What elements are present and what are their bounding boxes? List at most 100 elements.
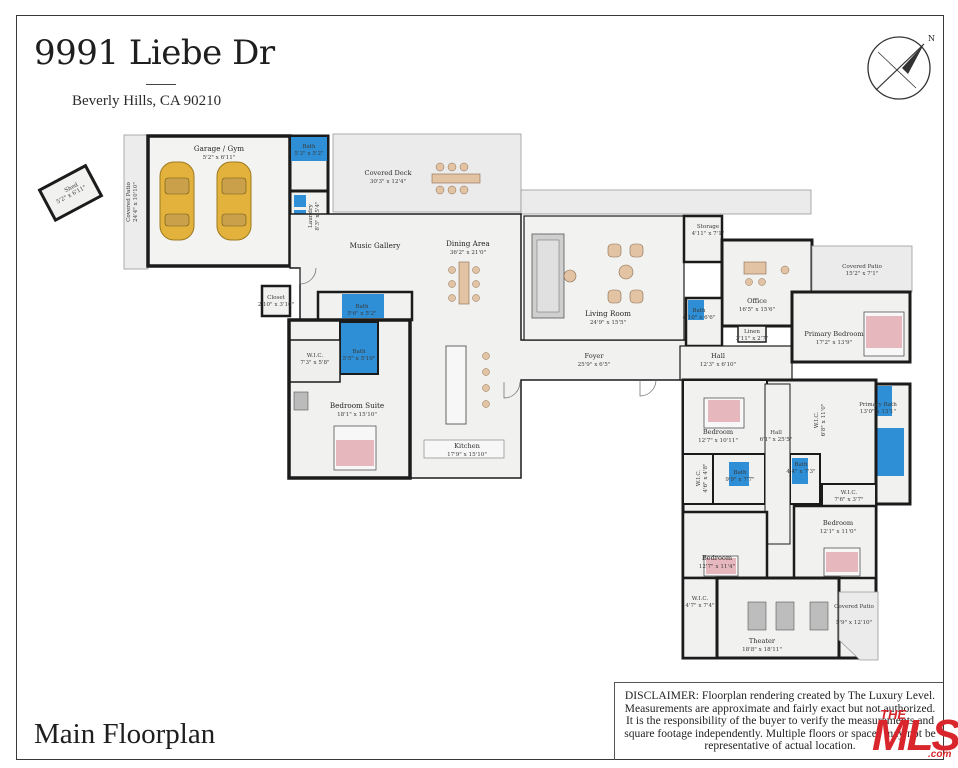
wic-4 — [681, 576, 719, 660]
room-dims: 30'3" x 12'4" — [370, 179, 407, 185]
room-label: Closet — [267, 295, 286, 301]
room-label: Laundry — [308, 203, 314, 228]
disclaimer-text: DISCLAIMER: Floorplan rendering created … — [614, 682, 943, 760]
room-dims: 36'2" x 21'0" — [450, 250, 487, 256]
room-dims: 5'9" x 12'10" — [836, 620, 873, 626]
room-label: W.I.C. — [841, 490, 858, 496]
room-label: Bedroom — [703, 428, 734, 436]
covered-patio-west — [123, 134, 149, 270]
room-label: Covered Patio — [126, 182, 132, 222]
room-dims: 8'3" x 5'4" — [315, 201, 321, 231]
closet — [260, 284, 292, 318]
room-dims: 12'3" x 6'10" — [700, 362, 737, 368]
room-label: Bath — [733, 470, 747, 476]
room-label: Bath — [692, 308, 706, 314]
room-dims: 3'11" x 2'7" — [736, 336, 769, 342]
covered-patio-se — [838, 591, 879, 661]
dining-table-icon — [448, 261, 480, 305]
armchair-icon — [607, 243, 644, 304]
room-dims: 15'2" x 7'1" — [846, 271, 879, 277]
bed-icon — [703, 555, 739, 577]
room-label: Music Gallery — [350, 241, 402, 250]
shed — [37, 163, 104, 223]
storage — [682, 214, 724, 264]
room-label: Office — [747, 297, 767, 305]
room-dims: 7'6" x 3'7" — [834, 497, 864, 503]
bed-icon — [333, 425, 377, 471]
room-dims: 18'8" x 18'11" — [742, 647, 782, 653]
suite-bath — [339, 321, 379, 375]
room-dims: 18'1" x 15'10" — [337, 412, 377, 418]
room-label: Theater — [749, 637, 776, 645]
linen — [737, 325, 767, 343]
room-label: Hall — [711, 352, 725, 360]
mls-logo-suffix: .com — [928, 749, 952, 760]
room-label: Bath — [794, 462, 808, 468]
kitchen-island-icon — [423, 345, 505, 459]
title-divider — [146, 84, 176, 85]
bed-icon — [823, 547, 861, 577]
mls-logo-prefix: THE — [880, 707, 906, 722]
room-label: W.I.C. — [814, 412, 820, 429]
room-dims: 24'9" x 15'5" — [590, 320, 627, 326]
room-label: Bath — [302, 144, 316, 150]
room-dims: 12'7" x 10'11" — [698, 438, 738, 444]
suite-wic — [289, 339, 341, 383]
room-dims: 12'1" x 11'0" — [820, 529, 857, 535]
room-dims: 4'7" x 7'4" — [685, 603, 715, 609]
room-dims: 6'8" x 11'0" — [821, 403, 827, 436]
car-icon — [216, 161, 252, 241]
room-label: W.I.C. — [696, 470, 702, 487]
mls-logo-name: MLS — [872, 711, 958, 760]
room-dims: 7'3" x 5'8" — [300, 360, 330, 366]
floorplan-title: Main Floorplan — [34, 718, 216, 750]
room-dims: 6'1" x 25'5" — [760, 437, 793, 443]
room-label: Foyer — [585, 352, 605, 360]
room-dims: 24'4" x 10'10" — [133, 182, 139, 222]
room-label: Kitchen — [454, 442, 481, 450]
hall-main — [679, 345, 793, 381]
room-label: Covered Patio — [842, 264, 882, 270]
room-label: W.I.C. — [692, 596, 709, 602]
room-label: Storage — [697, 224, 720, 230]
room-dims: 5'6" x 5'2" — [347, 311, 377, 317]
room-label: Living Room — [585, 309, 631, 318]
room-dims: 5'5" x 5'10" — [343, 356, 376, 362]
room-dims: 4'11" x 7'1" — [692, 231, 725, 237]
room-label: Dining Area — [446, 239, 490, 248]
room-dims: 2'10" x 3'10" — [258, 302, 295, 308]
room-label: Bedroom — [823, 519, 854, 527]
room-dims: 25'9" x 6'5" — [578, 362, 611, 368]
room-dims: 5'2" x 6'11" — [203, 155, 236, 161]
covered-patio-ne — [811, 245, 913, 293]
room-dims: 17'9" x 15'10" — [447, 452, 487, 458]
room-dims: 4'6" x 4'8" — [703, 463, 709, 493]
room-dims: 13'0" x 13'1" — [860, 409, 897, 415]
room-label: Bedroom — [702, 554, 733, 562]
room-label: Linen — [744, 329, 760, 335]
room-label: W.I.C. — [307, 353, 324, 359]
bed-icon — [863, 311, 905, 357]
property-address: 9991 Liebe Dr — [34, 33, 275, 73]
page-frame — [16, 15, 944, 760]
room-dims: 9'9" x 7'7" — [725, 477, 755, 483]
room-dims: 5'3" x 5'2" — [294, 151, 324, 157]
room-dims: 4'4" x 7'3" — [786, 469, 816, 475]
dining-table-icon — [431, 162, 481, 195]
compass-icon: N — [867, 34, 935, 100]
theater-seat-icon — [747, 601, 829, 631]
room-dims: 12'7" x 11'4" — [699, 564, 736, 570]
desk-icon — [743, 261, 790, 286]
room-label: Bedroom Suite — [330, 401, 384, 410]
room-dims: 16'5" x 15'6" — [739, 307, 776, 313]
room-label: Covered Patio — [834, 604, 874, 610]
sofa-icon — [531, 233, 565, 319]
hall-wing — [764, 383, 791, 545]
room-label: Garage / Gym — [194, 144, 244, 153]
room-label: Bath — [355, 304, 369, 310]
room-label: Covered Deck — [365, 169, 413, 177]
room-label: Primary Bedroom — [804, 330, 864, 338]
car-icon — [159, 161, 195, 241]
compass-north-label: N — [928, 34, 935, 43]
